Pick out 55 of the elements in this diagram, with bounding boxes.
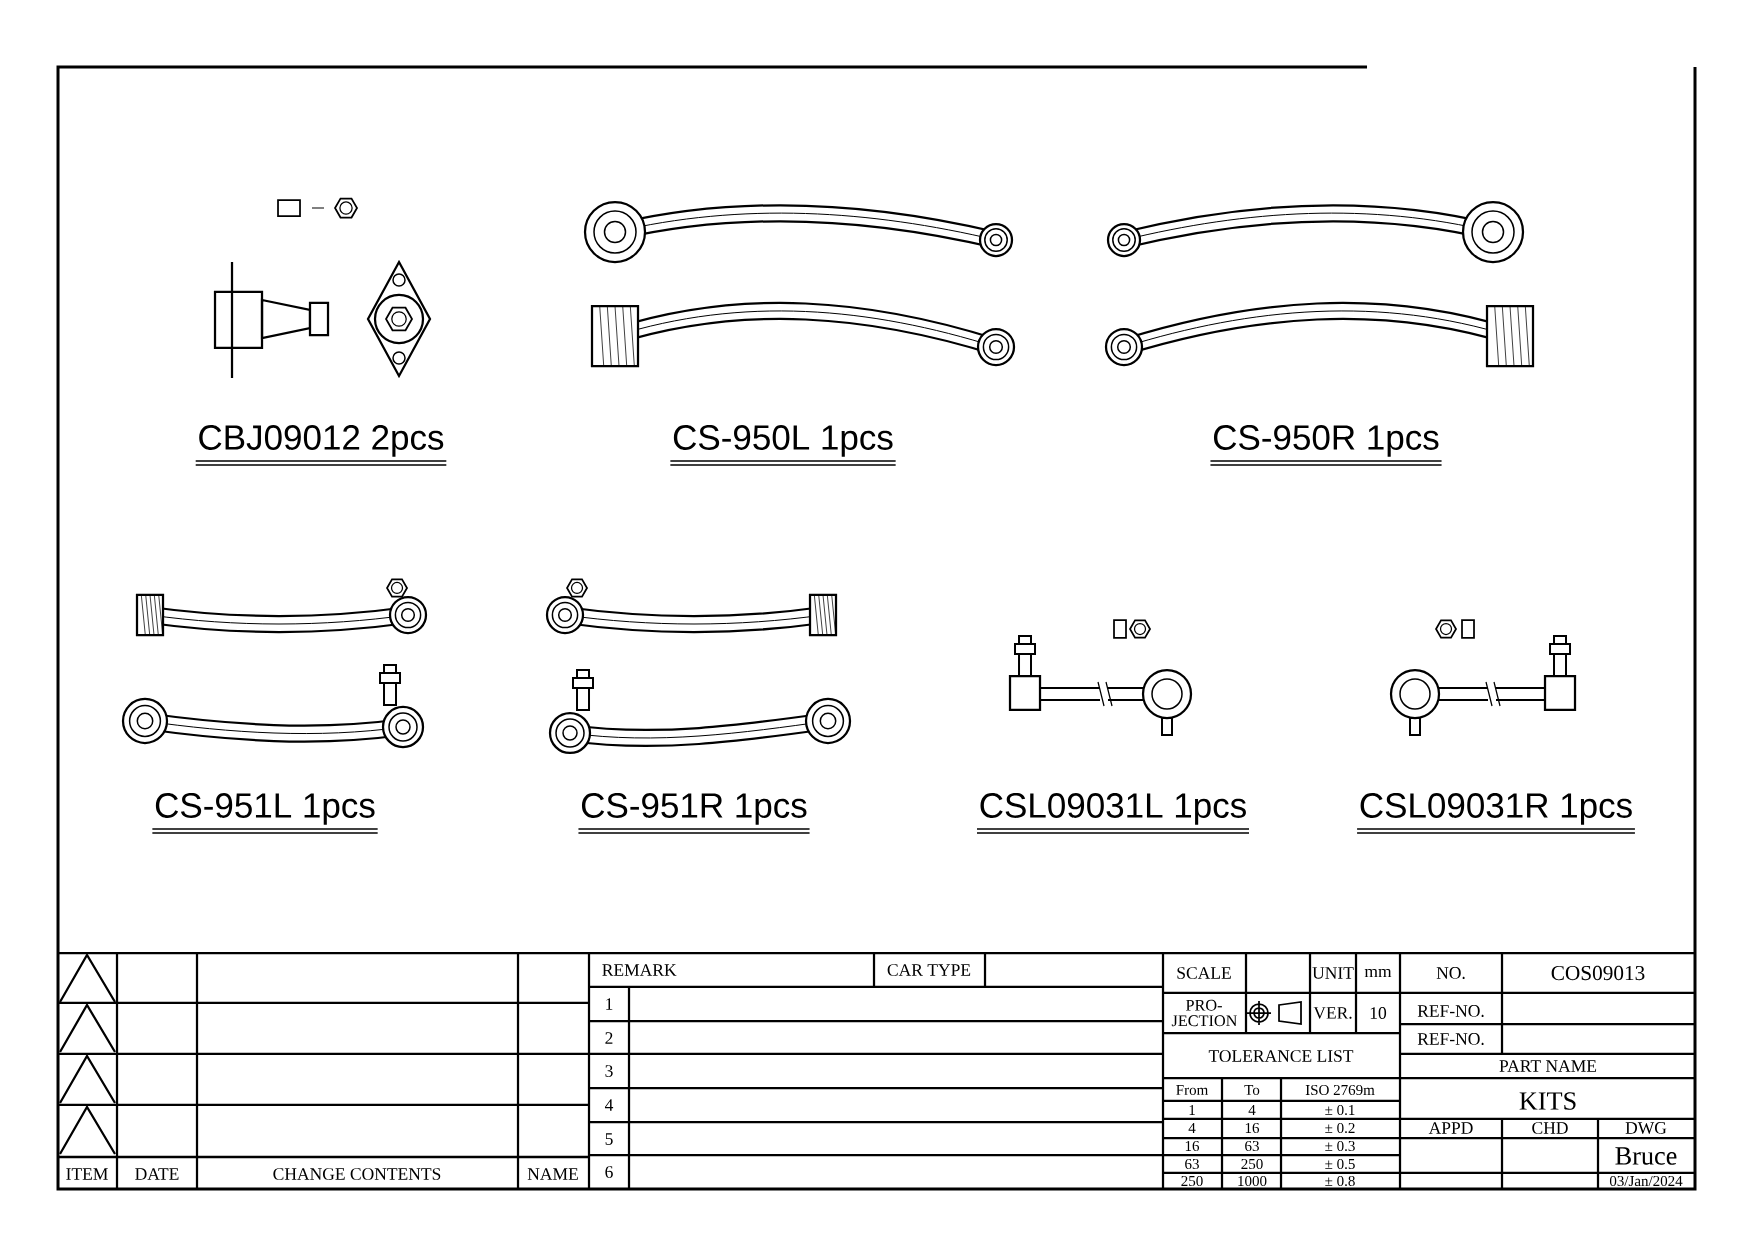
table-cell-text: ± 0.1 xyxy=(1325,1104,1355,1116)
table-cell-text: CHANGE CONTENTS xyxy=(273,1168,441,1180)
table-cell-text: 3 xyxy=(605,1065,613,1077)
table-cell-text: KITS xyxy=(1519,1092,1576,1110)
table-cell-text: NAME xyxy=(527,1168,578,1180)
table-cell-text: 63 xyxy=(1185,1158,1199,1170)
table-cell-text: 10 xyxy=(1370,1007,1387,1019)
part-label: CS-951L 1pcs xyxy=(151,793,379,834)
table-cell-text: PRO- JECTION xyxy=(1171,999,1237,1027)
table-cell-text: 03/Jan/2024 xyxy=(1609,1175,1683,1187)
table-cell-text: APPD xyxy=(1428,1122,1473,1134)
table-cell-text: ± 0.3 xyxy=(1325,1140,1355,1152)
table-cell-text: DATE xyxy=(135,1168,179,1180)
table-cell-text: 16 xyxy=(1185,1140,1200,1152)
table-cell-text: REF-NO. xyxy=(1417,1005,1484,1017)
table-cell-text: ± 0.8 xyxy=(1325,1175,1355,1187)
table-cell-text: 4 xyxy=(1248,1105,1256,1115)
table-cell-text: ± 0.5 xyxy=(1325,1158,1355,1170)
table-cell-text: mm xyxy=(1364,968,1392,978)
table-cell-text: UNIT xyxy=(1312,967,1354,979)
table-cell-text: REMARK xyxy=(602,964,677,976)
table-cell-text: ± 0.2 xyxy=(1325,1122,1355,1134)
table-cell-text: 250 xyxy=(1241,1158,1263,1170)
part-label: CS-950L 1pcs xyxy=(669,425,897,466)
table-cell-text: To xyxy=(1244,1085,1260,1095)
table-cell-text: DWG xyxy=(1625,1122,1667,1134)
table-cell-text: 250 xyxy=(1181,1175,1203,1187)
table-cell-text: SCALE xyxy=(1177,967,1231,979)
table-cell-text: 6 xyxy=(605,1166,613,1178)
table-cell-text: ITEM xyxy=(66,1168,108,1180)
table-cell-text: Bruce xyxy=(1615,1147,1677,1165)
table-cell-text: 1000 xyxy=(1238,1175,1267,1187)
table-cell-text: 63 xyxy=(1245,1140,1259,1152)
table-cell-text: CHD xyxy=(1532,1122,1568,1134)
part-label: CBJ09012 2pcs xyxy=(194,425,448,466)
table-cell-text: VER. xyxy=(1313,1007,1352,1019)
table-cell-text: 16 xyxy=(1245,1122,1260,1134)
table-cell-text: 4 xyxy=(1188,1123,1196,1133)
table-cell-text: COS09013 xyxy=(1551,965,1645,981)
part-label: CSL09031R 1pcs xyxy=(1356,793,1636,834)
table-cell-text: NO. xyxy=(1436,967,1465,979)
table-cell-text: TOLERANCE LIST xyxy=(1208,1050,1354,1062)
table-cell-text: 2 xyxy=(605,1032,613,1044)
table-cell-text: REF-NO. xyxy=(1417,1033,1484,1045)
table-cell-text: ISO 2769m xyxy=(1305,1084,1375,1096)
table-cell-text: CAR TYPE xyxy=(887,964,971,976)
table-cell-text: PART NAME xyxy=(1499,1060,1597,1072)
table-cell-text: 1 xyxy=(1189,1105,1195,1115)
part-label: CS-950R 1pcs xyxy=(1209,425,1443,466)
part-label: CSL09031L 1pcs xyxy=(976,793,1250,834)
table-cell-text: From xyxy=(1176,1085,1209,1095)
table-cell-text: 5 xyxy=(605,1133,613,1145)
table-cell-text: 4 xyxy=(605,1099,614,1111)
table-cell-text: 1 xyxy=(606,998,613,1010)
part-label: CS-951R 1pcs xyxy=(577,793,811,834)
